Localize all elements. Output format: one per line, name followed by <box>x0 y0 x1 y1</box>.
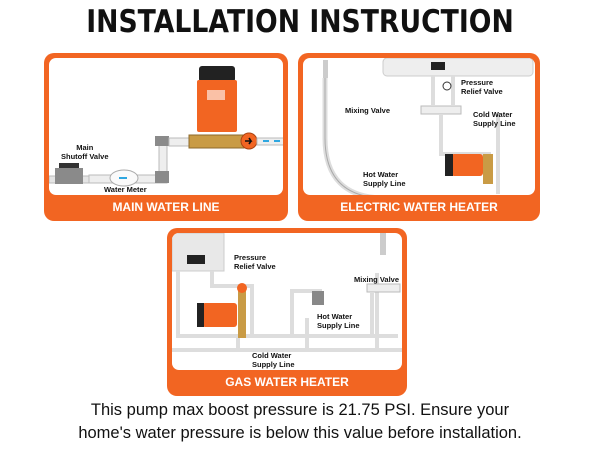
main-water-line-illustration <box>49 66 283 187</box>
callout-mixing-valve: Mixing Valve <box>354 275 400 284</box>
gas-water-heater-illustration <box>172 233 402 352</box>
water-heater-icon <box>172 233 225 272</box>
pump-icon <box>451 154 483 176</box>
shutoff-valve-icon <box>55 168 83 184</box>
footer-line-2: home's water pressure is below this valu… <box>78 424 522 442</box>
panel-label: MAIN WATER LINE <box>112 200 220 214</box>
panel-label: ELECTRIC WATER HEATER <box>340 200 498 214</box>
mixing-valve-icon <box>420 105 462 115</box>
callout-water-meter: Water Meter <box>104 185 147 194</box>
callout-mixing-valve: Mixing Valve <box>345 106 391 115</box>
water-heater-icon <box>382 58 534 77</box>
pump-icon <box>202 303 237 327</box>
mixing-valve-icon <box>366 283 401 293</box>
page-title: INSTALLATION INSTRUCTION <box>86 4 514 40</box>
footer-line-1: This pump max boost pressure is 21.75 PS… <box>90 401 510 419</box>
pump-icon <box>199 66 235 82</box>
panel-label: GAS WATER HEATER <box>225 375 349 389</box>
faucet-icon <box>312 291 324 305</box>
electric-water-heater-illustration <box>322 58 534 195</box>
